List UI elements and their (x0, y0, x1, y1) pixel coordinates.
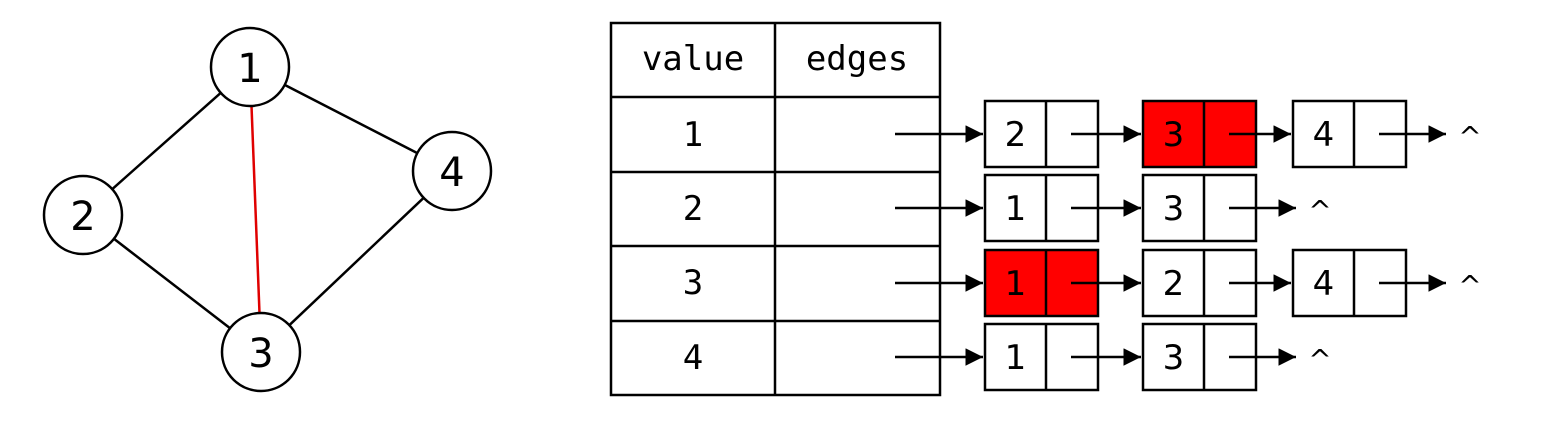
list-node-label: 3 (1163, 115, 1185, 155)
row-3-value: 3 (683, 263, 703, 303)
vertex-3: 3 (220, 311, 302, 393)
row-4-value: 4 (683, 338, 703, 378)
vertex-1-label: 1 (237, 46, 262, 92)
graph: 1 2 3 4 (42, 26, 493, 393)
row-2-value: 2 (683, 189, 703, 229)
null-terminator: ^ (1458, 120, 1481, 153)
graph-edge-1-2 (111, 91, 222, 191)
vertex-2: 2 (42, 174, 124, 256)
header-edges: edges (806, 39, 908, 79)
vertex-4: 4 (411, 130, 493, 212)
list-node-label: 3 (1163, 338, 1185, 378)
vertex-2-label: 2 (70, 194, 95, 240)
graph-edge-4-3 (288, 196, 425, 327)
list-row-3: 1 2 4 ^ (895, 248, 1482, 318)
list-node-label: 4 (1313, 115, 1335, 155)
graph-edges (111, 83, 425, 330)
list-node-label: 2 (1005, 115, 1027, 155)
list-row-4: 1 3 ^ (895, 322, 1332, 392)
list-node-label: 1 (1005, 264, 1027, 304)
graph-edge-1-4 (284, 83, 418, 155)
null-terminator: ^ (1458, 269, 1481, 302)
null-terminator: ^ (1308, 194, 1331, 227)
list-node-label: 1 (1005, 338, 1027, 378)
adjacency-table: value edges 1 2 3 4 (609, 21, 942, 397)
graph-edge-2-3 (113, 237, 231, 330)
vertex-1: 1 (209, 26, 291, 108)
list-node: 3 (1141, 99, 1258, 169)
graph-edge-1-3 (250, 105, 261, 314)
header-value: value (642, 39, 744, 79)
list-node-label: 4 (1313, 264, 1335, 304)
null-terminator: ^ (1308, 343, 1331, 376)
list-node-label: 1 (1005, 189, 1027, 229)
row-1-value: 1 (683, 115, 703, 155)
graph-vertices: 1 2 3 4 (42, 26, 493, 393)
list-node-label: 3 (1163, 189, 1185, 229)
vertex-4-label: 4 (439, 150, 464, 196)
list-row-2: 1 3 ^ (895, 173, 1332, 243)
list-node-label: 2 (1163, 264, 1185, 304)
vertex-3-label: 3 (248, 331, 273, 377)
list-row-1: 2 3 4 ^ (895, 99, 1482, 169)
linked-lists: 2 3 4 ^ 1 3 ^ 1 2 4 ^ 1 3 ^ (895, 99, 1482, 392)
